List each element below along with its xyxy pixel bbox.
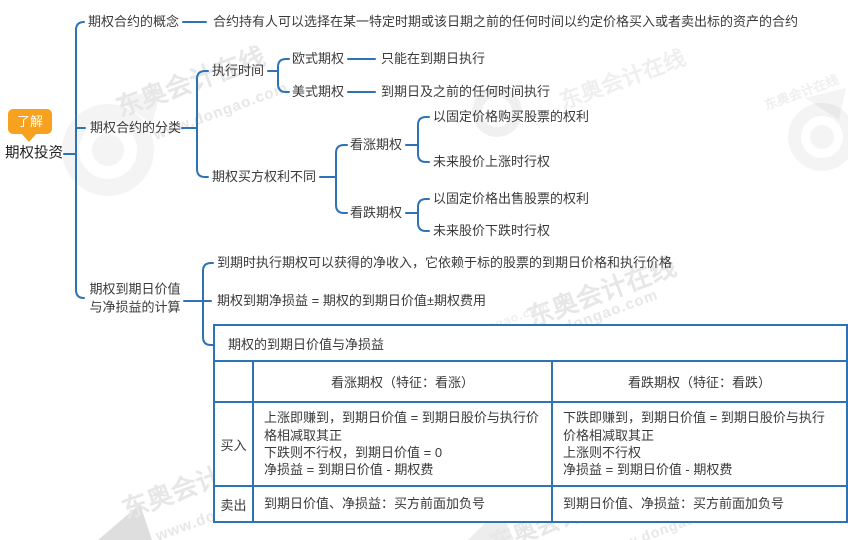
maturity-desc-1: 到期时执行期权可以获得的净收入，它依赖于标的股票的到期日价格和执行价格 [217, 255, 673, 271]
table-header-call: 看涨期权（特征：看涨） [252, 360, 553, 403]
call-desc-2: 未来股价上涨时行权 [433, 154, 551, 170]
node-maturity-label: 期权到期日价值 与净损益的计算 [87, 280, 183, 315]
table-corner-cell [213, 360, 254, 403]
maturity-desc-2: 期权到期净损益 = 期权的到期日价值±期权费用 [217, 293, 486, 309]
node-american: 美式期权 [292, 84, 345, 100]
cell-sell-put: 到期日价值、净损益：买方前面加负号 [550, 485, 848, 523]
cell-buy-put: 下跌即赚到，到期日价值 = 到期日股价与执行价格相减取其正 上涨则不行权 净损益… [550, 401, 848, 487]
desc-american: 到期日及之前的任何时间执行 [381, 84, 551, 100]
concept-desc: 合约持有人可以选择在某一特定时期或该日期之前的任何时间以约定价格买入或者卖出标的… [213, 14, 799, 30]
call-desc-1: 以固定价格购买股票的权利 [433, 109, 590, 125]
node-buyer-rights: 期权买方权利不同 [212, 169, 317, 185]
watermark-text: 东奥会计在线 [762, 72, 841, 113]
root-node: 期权投资 [5, 145, 63, 162]
maturity-label-line2: 与净损益的计算 [89, 299, 181, 314]
put-desc-1: 以固定价格出售股票的权利 [433, 191, 590, 207]
row-buy-label: 买入 [213, 401, 254, 487]
maturity-label-line1: 期权到期日价值 [89, 281, 181, 297]
put-desc-2: 未来股价下跌时行权 [433, 223, 551, 239]
branch-classification-label: 期权合约的分类 [90, 120, 182, 136]
node-call-option: 看涨期权 [350, 137, 403, 153]
branch-concept-label: 期权合约的概念 [88, 14, 180, 30]
row-sell-label: 卖出 [213, 485, 254, 523]
table-header-put: 看跌期权（特征：看跌） [550, 360, 848, 403]
cell-buy-call: 上涨即赚到，到期日价值 = 到期日股价与执行价格相减取其正 下跌则不行权，到期日… [252, 401, 553, 487]
node-put-option: 看跌期权 [350, 205, 403, 221]
watermark-text: 东奥会计在线 [112, 41, 269, 123]
node-exec-time: 执行时间 [212, 63, 265, 79]
table-title: 期权的到期日价值与净损益 [212, 324, 848, 362]
value-table: 期权的到期日价值与净损益 看涨期权（特征：看涨） 看跌期权（特征：看跌） 买入 … [212, 324, 848, 523]
desc-european: 只能在到期日执行 [381, 51, 486, 67]
node-european: 欧式期权 [292, 51, 345, 67]
watermark-text: 东奥会计在线 [556, 45, 689, 114]
level-badge: 了解 [8, 109, 52, 142]
cell-sell-call: 到期日价值、净损益：买方前面加负号 [252, 485, 553, 523]
